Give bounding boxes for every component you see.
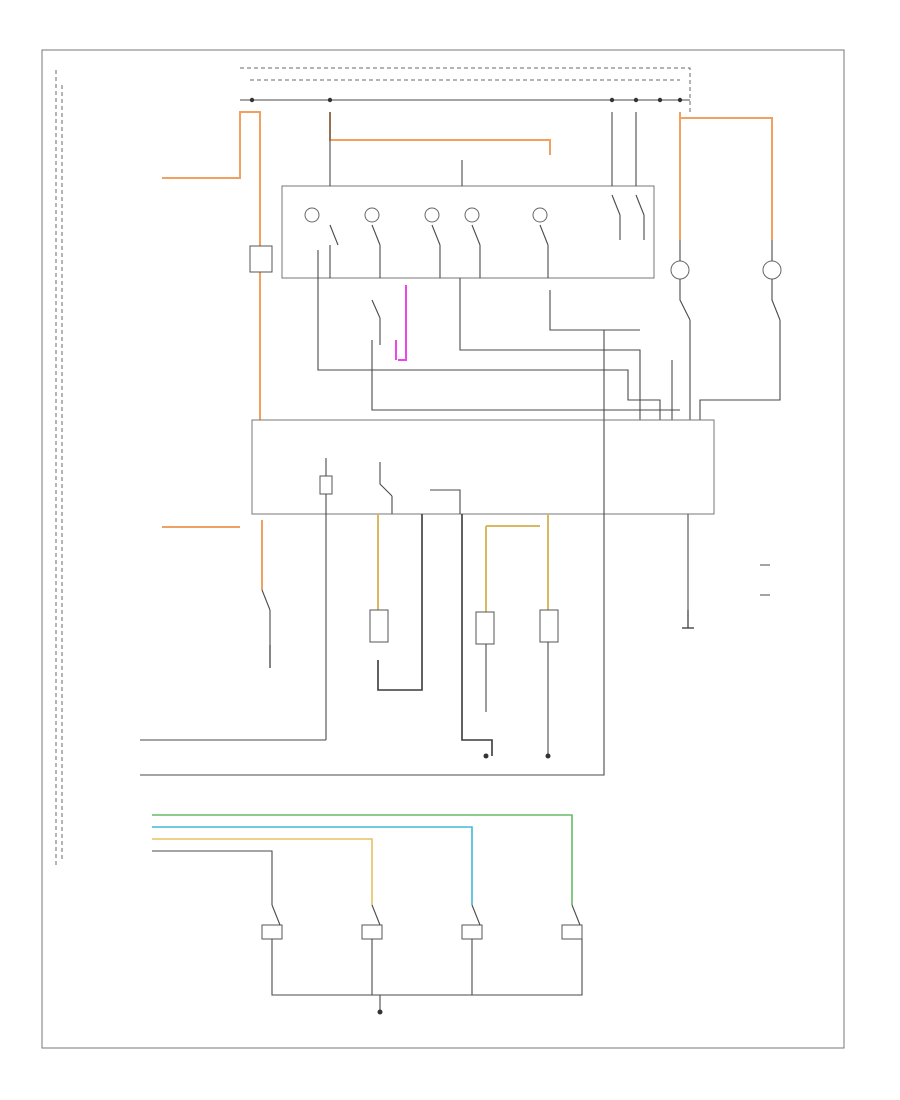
right-lamp-2	[762, 260, 782, 280]
green-wire	[152, 814, 573, 905]
lamp-3	[424, 207, 440, 223]
switch-1	[329, 224, 339, 278]
splice-top-5	[657, 97, 663, 103]
mid-wire-a	[317, 250, 661, 420]
pink-wire	[395, 285, 407, 361]
orange-feed-right	[679, 112, 773, 240]
splice-top-3	[609, 97, 615, 103]
splice-top-1	[249, 97, 255, 103]
door-switch	[261, 589, 271, 645]
mid-wire-e	[371, 340, 680, 411]
splice-top-4	[633, 97, 639, 103]
door-switches	[261, 904, 583, 1012]
lower-lamp-3	[539, 609, 559, 643]
lower-lamp-1	[369, 609, 389, 643]
ground-dot-2	[545, 753, 551, 759]
switch-4	[471, 224, 481, 278]
module-relay	[319, 475, 333, 495]
module-internal-2	[430, 420, 605, 514]
ground-dot-1	[483, 753, 489, 759]
right-lamp-wire-2	[699, 240, 781, 420]
legend-marks	[760, 564, 770, 596]
yellow-door-wire	[152, 838, 373, 905]
splice-top-6	[677, 97, 683, 103]
below-wire-3	[377, 514, 423, 691]
mid-wire-c	[549, 290, 640, 331]
switch-5	[539, 224, 549, 278]
yellow-wire-3	[485, 525, 540, 612]
orange-feed-top	[329, 112, 551, 155]
mid-wire-b	[459, 278, 641, 420]
relay-small	[371, 299, 381, 345]
lamp-4	[464, 207, 480, 223]
right-lamp-1	[670, 260, 690, 280]
switch-2	[371, 224, 381, 278]
diagram-border	[41, 49, 845, 1049]
cluster-components	[304, 194, 645, 278]
below-wire-4	[461, 514, 493, 756]
lamp-1	[304, 207, 320, 223]
lamp-2	[364, 207, 380, 223]
module-internal	[325, 458, 393, 514]
below-wire-2	[178, 514, 605, 776]
splice-top-2	[327, 97, 333, 103]
fuse-left	[249, 245, 273, 273]
orange-feed-left	[162, 111, 261, 420]
ground-right	[682, 610, 694, 629]
blue-wire	[152, 826, 473, 905]
lamp-5	[532, 207, 548, 223]
switch-3	[431, 224, 441, 278]
instrument-cluster-box	[281, 185, 655, 279]
right-lamp-wire-1	[679, 240, 691, 420]
rear-module-top-box	[240, 67, 691, 112]
gray-door-wire	[152, 850, 273, 905]
body-control-module	[251, 419, 715, 515]
switch-7	[635, 194, 645, 240]
lower-lamp-2	[475, 611, 495, 645]
ground-dot-bottom	[377, 1009, 383, 1015]
switch-6	[611, 194, 621, 240]
